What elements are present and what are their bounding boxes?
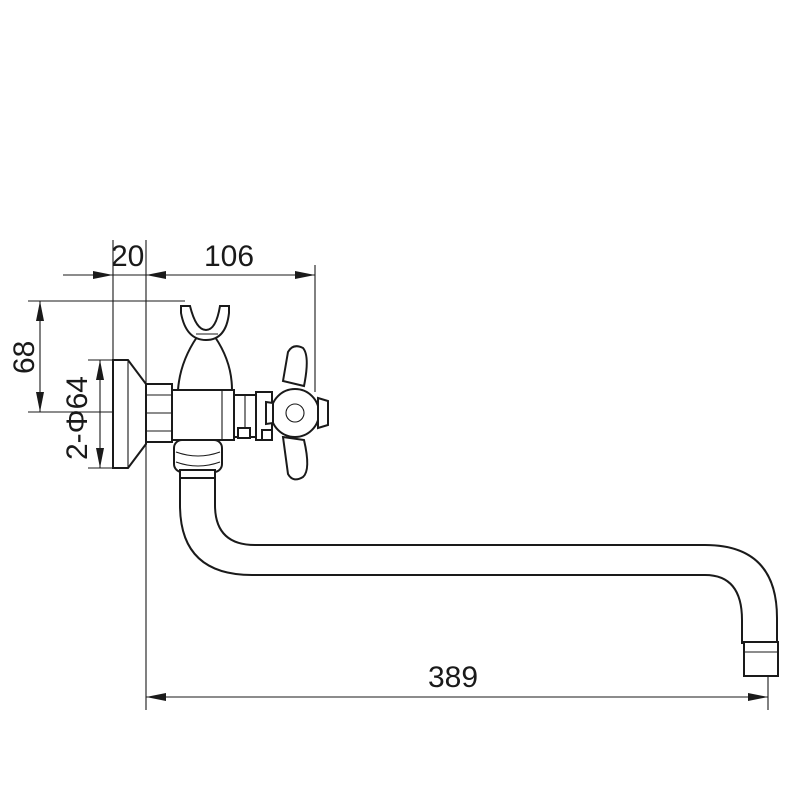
hex-nut [145, 383, 173, 443]
dimension-lines [28, 240, 769, 710]
cross-handle [265, 345, 329, 481]
shower-holder [180, 305, 230, 342]
dim-phi64-label: 2-Φ64 [61, 376, 94, 460]
aerator [743, 641, 779, 677]
holder-bell [176, 336, 234, 391]
valve-body [171, 389, 235, 441]
spout-coupling [173, 439, 223, 479]
dim-68-label: 68 [8, 341, 41, 374]
spout [179, 469, 779, 677]
dim-106-label: 106 [204, 240, 254, 273]
dim-389-label: 389 [428, 661, 478, 694]
dim-20-label: 20 [111, 240, 144, 273]
dimension-arrows [36, 271, 768, 701]
wall-flange [112, 359, 147, 469]
